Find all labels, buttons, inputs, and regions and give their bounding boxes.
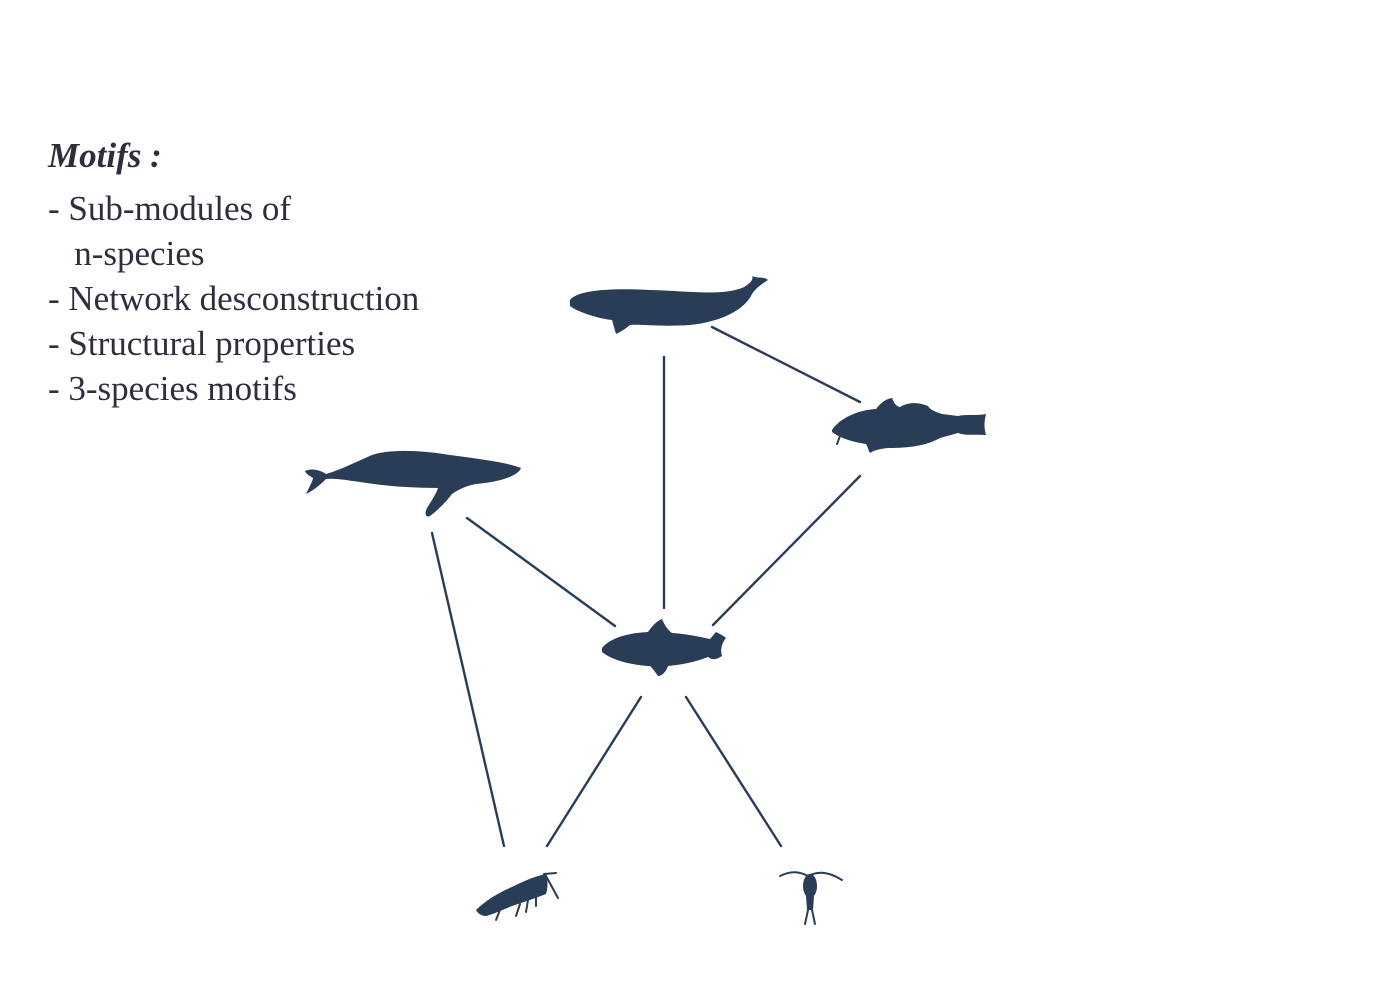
legend-item: n-species (48, 234, 205, 273)
link-humpback-capelin (465, 516, 617, 628)
cod-icon (832, 398, 986, 453)
legend-heading: Motifs : (48, 136, 162, 175)
link-capelin-copepod (684, 695, 783, 848)
humpback-whale-icon (305, 450, 521, 517)
krill-icon (476, 872, 559, 921)
motifs-legend: Motifs : - Sub-modules of n-species - Ne… (48, 132, 419, 411)
copepod-icon (779, 871, 843, 925)
cod-barbel (836, 435, 841, 445)
link-cod-capelin (711, 474, 862, 627)
krill-antenna (543, 872, 557, 875)
legend-item: - Structural properties (48, 324, 356, 363)
krill-leg (495, 909, 501, 921)
krill-antenna (545, 875, 559, 899)
copepod-furca (811, 909, 816, 925)
legend-item: - Network desconstruction (48, 279, 420, 318)
copepod-furca (804, 909, 809, 925)
food-web-links (430, 325, 862, 848)
link-capelin-krill (545, 695, 643, 848)
capelin-icon (602, 619, 726, 676)
krill-leg (515, 903, 521, 917)
krill-leg (525, 899, 529, 913)
legend-item: - 3-species motifs (48, 369, 297, 408)
legend-list: - Sub-modules of n-species - Network des… (48, 186, 419, 411)
legend-item: - Sub-modules of (48, 189, 292, 228)
copepod-body (803, 874, 817, 898)
bowhead-whale-icon (570, 276, 768, 334)
link-bowhead-cod (710, 325, 862, 404)
copepod-tail (806, 896, 814, 910)
link-humpback-krill (430, 531, 506, 848)
